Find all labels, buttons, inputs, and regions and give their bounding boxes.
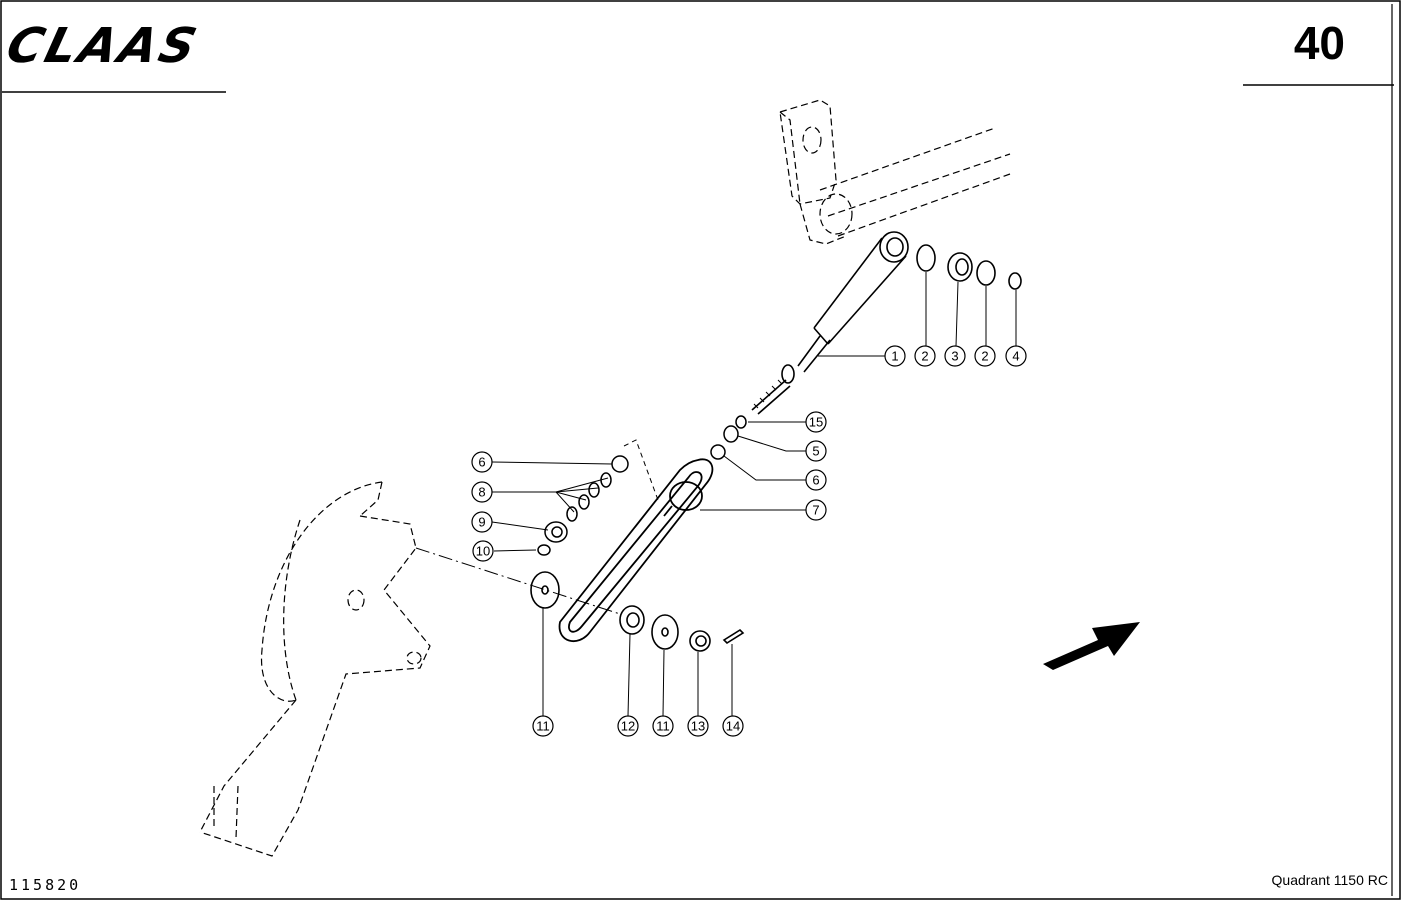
callout-11: 11 [652,715,674,737]
callout-1: 1 [884,345,906,367]
upper-frame-bracket [779,99,1011,245]
svg-text:15: 15 [809,415,823,430]
callout-6: 6 [471,451,493,473]
drawing-number: 115820 [9,876,82,894]
callout-3: 3 [944,345,966,367]
callouts: 1 2 3 2 4 15 5 6 [471,345,1027,737]
bolt-thread [753,379,783,409]
callout-11: 11 [532,715,554,737]
page-number: 40 [1293,17,1345,69]
svg-text:6: 6 [812,473,819,488]
callout-7: 7 [805,499,827,521]
lower-parts-11-12-13-14 [530,571,745,652]
callout-14: 14 [722,715,744,737]
svg-text:5: 5 [812,444,819,459]
svg-text:1: 1 [891,349,898,364]
callout-12: 12 [617,715,639,737]
svg-text:6: 6 [478,455,485,470]
small-parts-6-8-9-10 [537,455,629,556]
callout-15: 15 [805,411,827,433]
svg-text:14: 14 [726,719,740,734]
model-name: Quadrant 1150 RC [1271,872,1388,888]
direction-arrow-icon [1043,622,1140,670]
callout-10: 10 [472,540,494,562]
swing-arm-frame [199,481,431,857]
callout-2: 2 [914,345,936,367]
callout-13: 13 [687,715,709,737]
callout-5: 5 [805,440,827,462]
callout-4: 4 [1005,345,1027,367]
slotted-link-part-7 [558,458,714,643]
callout-6: 6 [805,469,827,491]
svg-text:2: 2 [981,349,988,364]
svg-text:12: 12 [621,719,635,734]
svg-text:2: 2 [921,349,928,364]
washers-15-5-6 [710,415,747,460]
svg-text:11: 11 [656,719,670,734]
brand-logo: CLAAS [1,18,205,74]
svg-text:10: 10 [476,544,490,559]
svg-text:9: 9 [478,515,485,530]
svg-text:4: 4 [1012,349,1019,364]
callout-9: 9 [471,511,493,533]
svg-text:7: 7 [812,503,819,518]
svg-text:8: 8 [478,485,485,500]
shaft-part-1 [751,231,909,415]
leader-lines [491,272,1017,717]
svg-text:3: 3 [951,349,958,364]
callout-8: 8 [471,481,493,503]
svg-text:13: 13 [691,719,705,734]
callout-2: 2 [974,345,996,367]
rings-2-3-2-4 [916,244,1022,290]
svg-text:11: 11 [536,719,550,734]
